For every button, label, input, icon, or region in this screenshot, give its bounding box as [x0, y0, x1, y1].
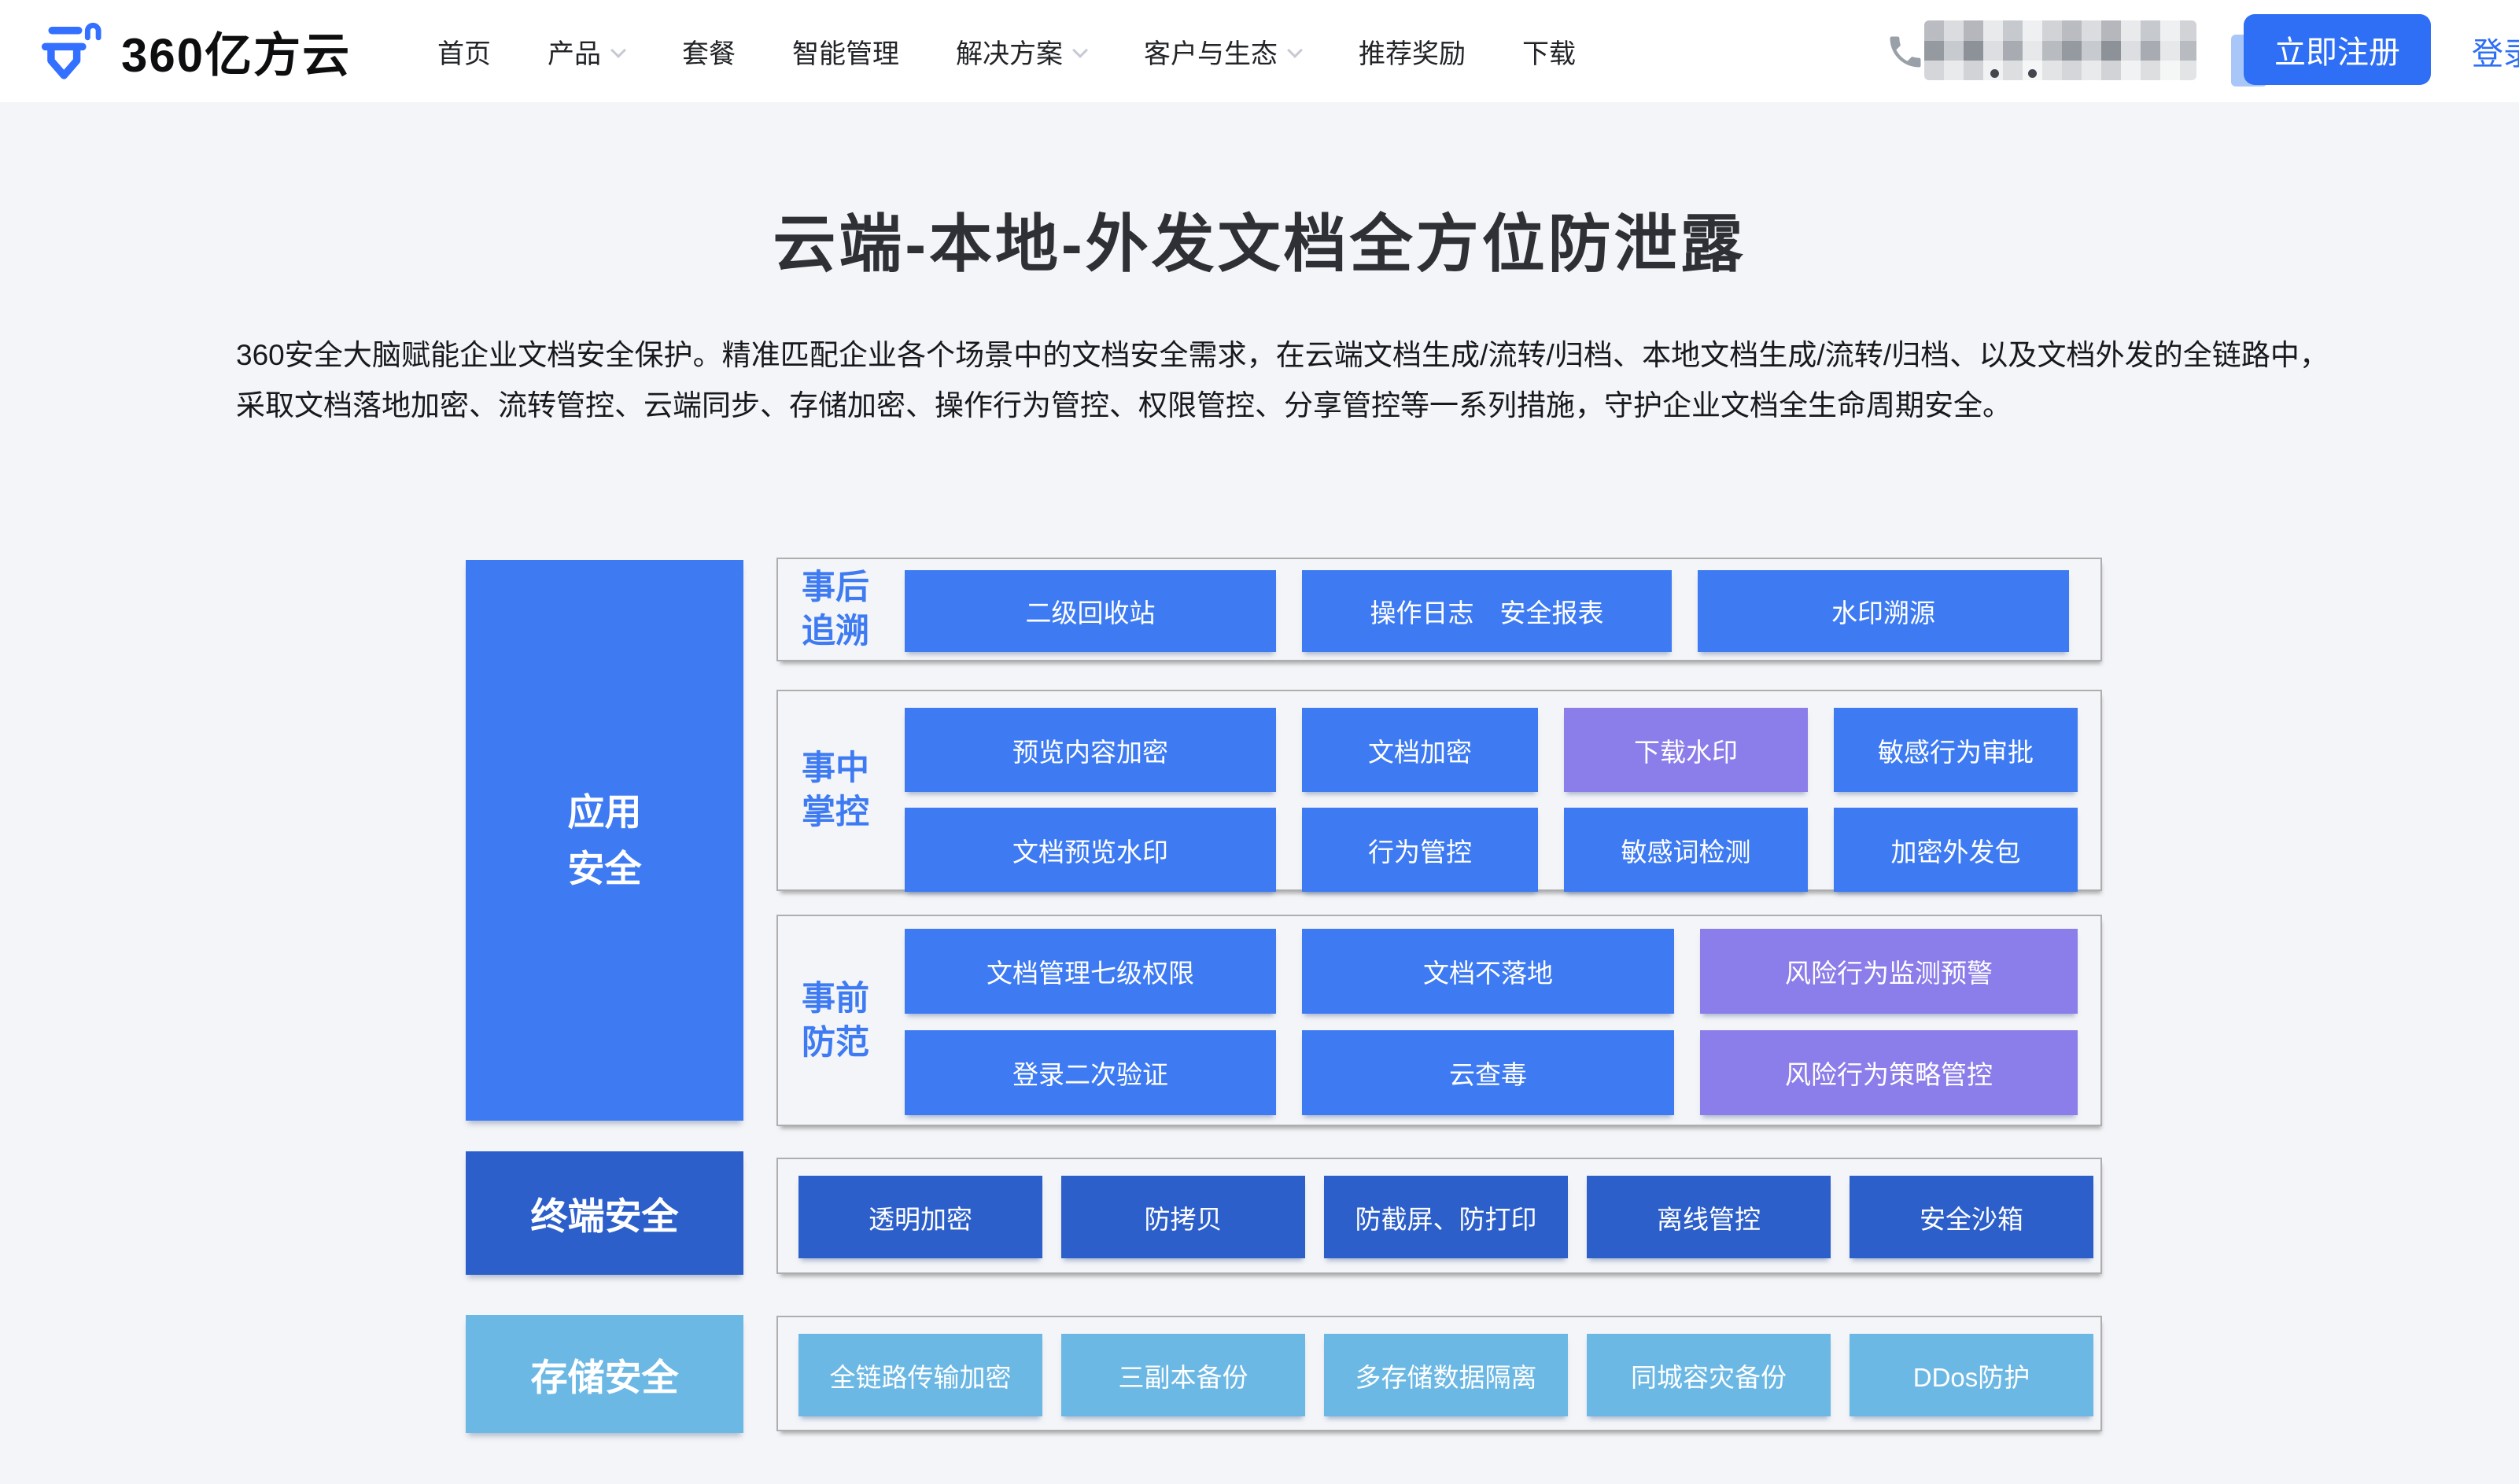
- group-label-line: 追溯: [802, 613, 869, 650]
- feature-tile: 预览内容加密: [905, 708, 1276, 792]
- tile-row: 透明加密 防拷贝 防截屏、防打印 离线管控 安全沙箱: [798, 1176, 2093, 1258]
- phone-icon: [1890, 36, 1921, 68]
- feature-tile: 行为管控: [1302, 808, 1538, 892]
- cloud-shield-logo-icon: [41, 22, 101, 79]
- category-label-line: 安全: [567, 847, 642, 889]
- nav-label: 套餐: [682, 39, 736, 69]
- main-navigation: 首页 产品 套餐 智能管理 解决方案 客户与生态 推荐奖励: [437, 0, 1576, 102]
- blurred-phone-number: [1924, 20, 2196, 80]
- tile-row: 登录二次验证 云查毒 风险行为策略管控: [905, 1030, 2078, 1115]
- tile-row: 预览内容加密 文档加密 下载水印 敏感行为审批: [905, 708, 2078, 792]
- feature-tile: 文档不落地: [1302, 929, 1674, 1014]
- feature-tile: 三副本备份: [1061, 1334, 1305, 1416]
- feature-tile: 多存储数据隔离: [1324, 1334, 1568, 1416]
- feature-tile: 登录二次验证: [905, 1030, 1276, 1115]
- feature-tile: 敏感行为审批: [1834, 708, 2078, 792]
- page-description: 360安全大脑赋能企业文档安全保护。精准匹配企业各个场景中的文档安全需求，在云端…: [236, 339, 2329, 422]
- group-post-event-tracing: 事后 追溯 二级回收站 操作日志 安全报表 水印溯源: [776, 558, 2102, 661]
- nav-label: 下载: [1522, 39, 1576, 69]
- nav-item-plans[interactable]: 套餐: [682, 32, 736, 71]
- logo-text: 360亿方云: [121, 28, 352, 82]
- tile-row: 二级回收站 操作日志 安全报表 水印溯源: [905, 570, 2069, 652]
- nav-label: 推荐奖励: [1359, 39, 1466, 69]
- group-label-line: 事前: [802, 979, 869, 1018]
- tile-row: 文档预览水印 行为管控 敏感词检测 加密外发包: [905, 808, 2078, 892]
- feature-tile: 文档管理七级权限: [905, 929, 1276, 1014]
- feature-tile: 操作日志 安全报表: [1302, 570, 1672, 652]
- nav-item-download[interactable]: 下载: [1522, 32, 1576, 71]
- group-label: 事后 追溯: [802, 565, 869, 654]
- nav-item-solutions[interactable]: 解决方案: [956, 32, 1087, 71]
- nav-label: 首页: [437, 39, 491, 69]
- login-link[interactable]: 登录: [2472, 37, 2519, 72]
- nav-label: 解决方案: [956, 39, 1063, 69]
- feature-tile: 风险行为监测预警: [1700, 929, 2078, 1014]
- chevron-down-icon: [611, 44, 625, 58]
- feature-tile: 云查毒: [1302, 1030, 1674, 1115]
- category-label-line: 存储安全: [530, 1356, 679, 1398]
- chevron-down-icon: [1073, 44, 1087, 58]
- category-block-terminal-security: 终端安全: [466, 1151, 743, 1275]
- feature-tile: 同城容灾备份: [1587, 1334, 1831, 1416]
- nav-label: 产品: [548, 39, 601, 69]
- feature-tile: 防拷贝: [1061, 1176, 1305, 1258]
- feature-tile: DDos防护: [1850, 1334, 2093, 1416]
- feature-tile: 下载水印: [1564, 708, 1808, 792]
- feature-tile: 风险行为策略管控: [1700, 1030, 2078, 1115]
- chevron-down-icon: [1288, 44, 1302, 58]
- feature-tile: 安全沙箱: [1850, 1176, 2093, 1258]
- feature-tile: 文档加密: [1302, 708, 1538, 792]
- group-label-line: 事中: [802, 749, 869, 787]
- group-pre-event-prevention: 事前 防范 文档管理七级权限 文档不落地 风险行为监测预警 登录二次验证 云查毒…: [776, 915, 2102, 1126]
- tile-row: 全链路传输加密 三副本备份 多存储数据隔离 同城容灾备份 DDos防护: [798, 1334, 2093, 1416]
- group-label-line: 掌控: [802, 794, 869, 831]
- mosaic-dot: [1990, 69, 1999, 78]
- group-terminal-security-features: 透明加密 防拷贝 防截屏、防打印 离线管控 安全沙箱: [776, 1158, 2102, 1274]
- nav-item-referral-rewards[interactable]: 推荐奖励: [1359, 32, 1466, 71]
- logo[interactable]: 360亿方云: [36, 14, 351, 88]
- feature-tile: 透明加密: [798, 1176, 1042, 1258]
- category-label-line: 应用: [567, 790, 642, 833]
- feature-tile: 文档预览水印: [905, 808, 1276, 892]
- group-label: 事前 防范: [802, 977, 869, 1065]
- category-label-line: 终端安全: [530, 1195, 679, 1237]
- feature-tile: 水印溯源: [1698, 570, 2069, 652]
- mosaic-dot: [2028, 69, 2037, 78]
- nav-item-products[interactable]: 产品: [548, 32, 625, 71]
- nav-item-customers-ecosystem[interactable]: 客户与生态: [1144, 32, 1302, 71]
- feature-tile: 敏感词检测: [1564, 808, 1808, 892]
- group-storage-security-features: 全链路传输加密 三副本备份 多存储数据隔离 同城容灾备份 DDos防护: [776, 1316, 2102, 1431]
- feature-tile: 加密外发包: [1834, 808, 2078, 892]
- group-label-line: 事后: [802, 569, 869, 606]
- nav-label: 智能管理: [792, 39, 899, 69]
- feature-tile: 二级回收站: [905, 570, 1276, 652]
- page-title: 云端-本地-外发文档全方位防泄露: [773, 209, 1746, 279]
- category-block-application-security: 应用 安全: [466, 560, 743, 1121]
- group-in-event-control: 事中 掌控 预览内容加密 文档加密 下载水印 敏感行为审批 文档预览水印 行为管…: [776, 690, 2102, 892]
- group-label-line: 防范: [802, 1023, 869, 1062]
- nav-label: 客户与生态: [1144, 39, 1278, 69]
- nav-item-smart-management[interactable]: 智能管理: [792, 32, 899, 71]
- tile-row: 文档管理七级权限 文档不落地 风险行为监测预警: [905, 929, 2078, 1014]
- feature-tile: 离线管控: [1587, 1176, 1831, 1258]
- group-label: 事中 掌控: [802, 746, 869, 834]
- nav-item-home[interactable]: 首页: [437, 32, 491, 71]
- top-navigation-bar: 360亿方云 首页 产品 套餐 智能管理 解决方案 客户与生态: [0, 0, 2519, 102]
- feature-tile: 防截屏、防打印: [1324, 1176, 1568, 1258]
- category-block-storage-security: 存储安全: [466, 1315, 743, 1433]
- register-button[interactable]: 立即注册: [2244, 14, 2431, 85]
- feature-tile: 全链路传输加密: [798, 1334, 1042, 1416]
